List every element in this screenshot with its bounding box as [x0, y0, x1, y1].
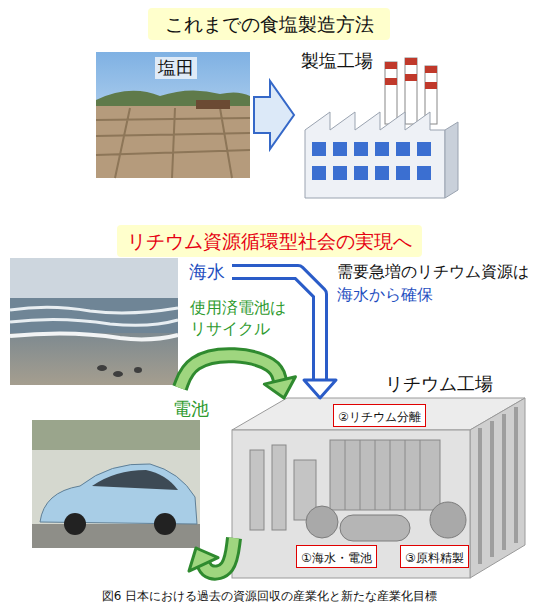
node-text: これまでの食塩製造方法 [165, 13, 374, 36]
node-text: 電池 [170, 398, 212, 420]
arrow-head [264, 377, 295, 398]
figure-caption: 図6 日本における過去の資源回収の産業化と新たな産業化目標 [0, 589, 539, 605]
photo-node: 塩田 [96, 52, 250, 178]
node-text: ①海水・電池 [301, 551, 372, 565]
node-text: 塩田 [155, 57, 197, 79]
connector-arrow [180, 355, 295, 398]
process-box: ①海水・電池 [296, 545, 377, 568]
heading-band: リチウム資源循環型社会の実現へ [117, 225, 422, 257]
process-box: ②リチウム分離 [333, 404, 426, 427]
process-box: ③原料精製 [400, 545, 469, 568]
factory-node: 製塩工場 [296, 48, 460, 200]
salt-field-photo [96, 52, 250, 178]
edge-label: 使用済電池は リサイクル [190, 298, 292, 340]
node-text: 製塩工場 [298, 50, 376, 72]
node-text: ③原料精製 [405, 551, 464, 565]
car-photo [32, 420, 200, 548]
salt-factory-icon [305, 58, 458, 198]
connector-arrow [189, 538, 234, 573]
heading-band: これまでの食塩製造方法 [148, 8, 390, 40]
lithium-plant-illustration [232, 398, 525, 578]
sea-photo [10, 258, 178, 385]
photo-node: 電池 [30, 392, 215, 548]
node-text: ②リチウム分離 [338, 410, 421, 424]
plant-node: リチウム工場②リチウム分離①海水・電池③原料精製 [232, 398, 525, 578]
node-text: リチウム資源循環型社会の実現へ [127, 230, 412, 253]
connector-arrow [254, 81, 294, 149]
annotation-text: 需要急増のリチウム資源は [337, 262, 529, 283]
node-text: リチウム工場 [382, 373, 496, 395]
annotation-text: 海水から確保 [337, 285, 433, 306]
node-text: 海水 [186, 261, 228, 283]
block-arrow [254, 81, 294, 149]
arrow-head [304, 380, 336, 398]
arrow-head [189, 548, 218, 571]
